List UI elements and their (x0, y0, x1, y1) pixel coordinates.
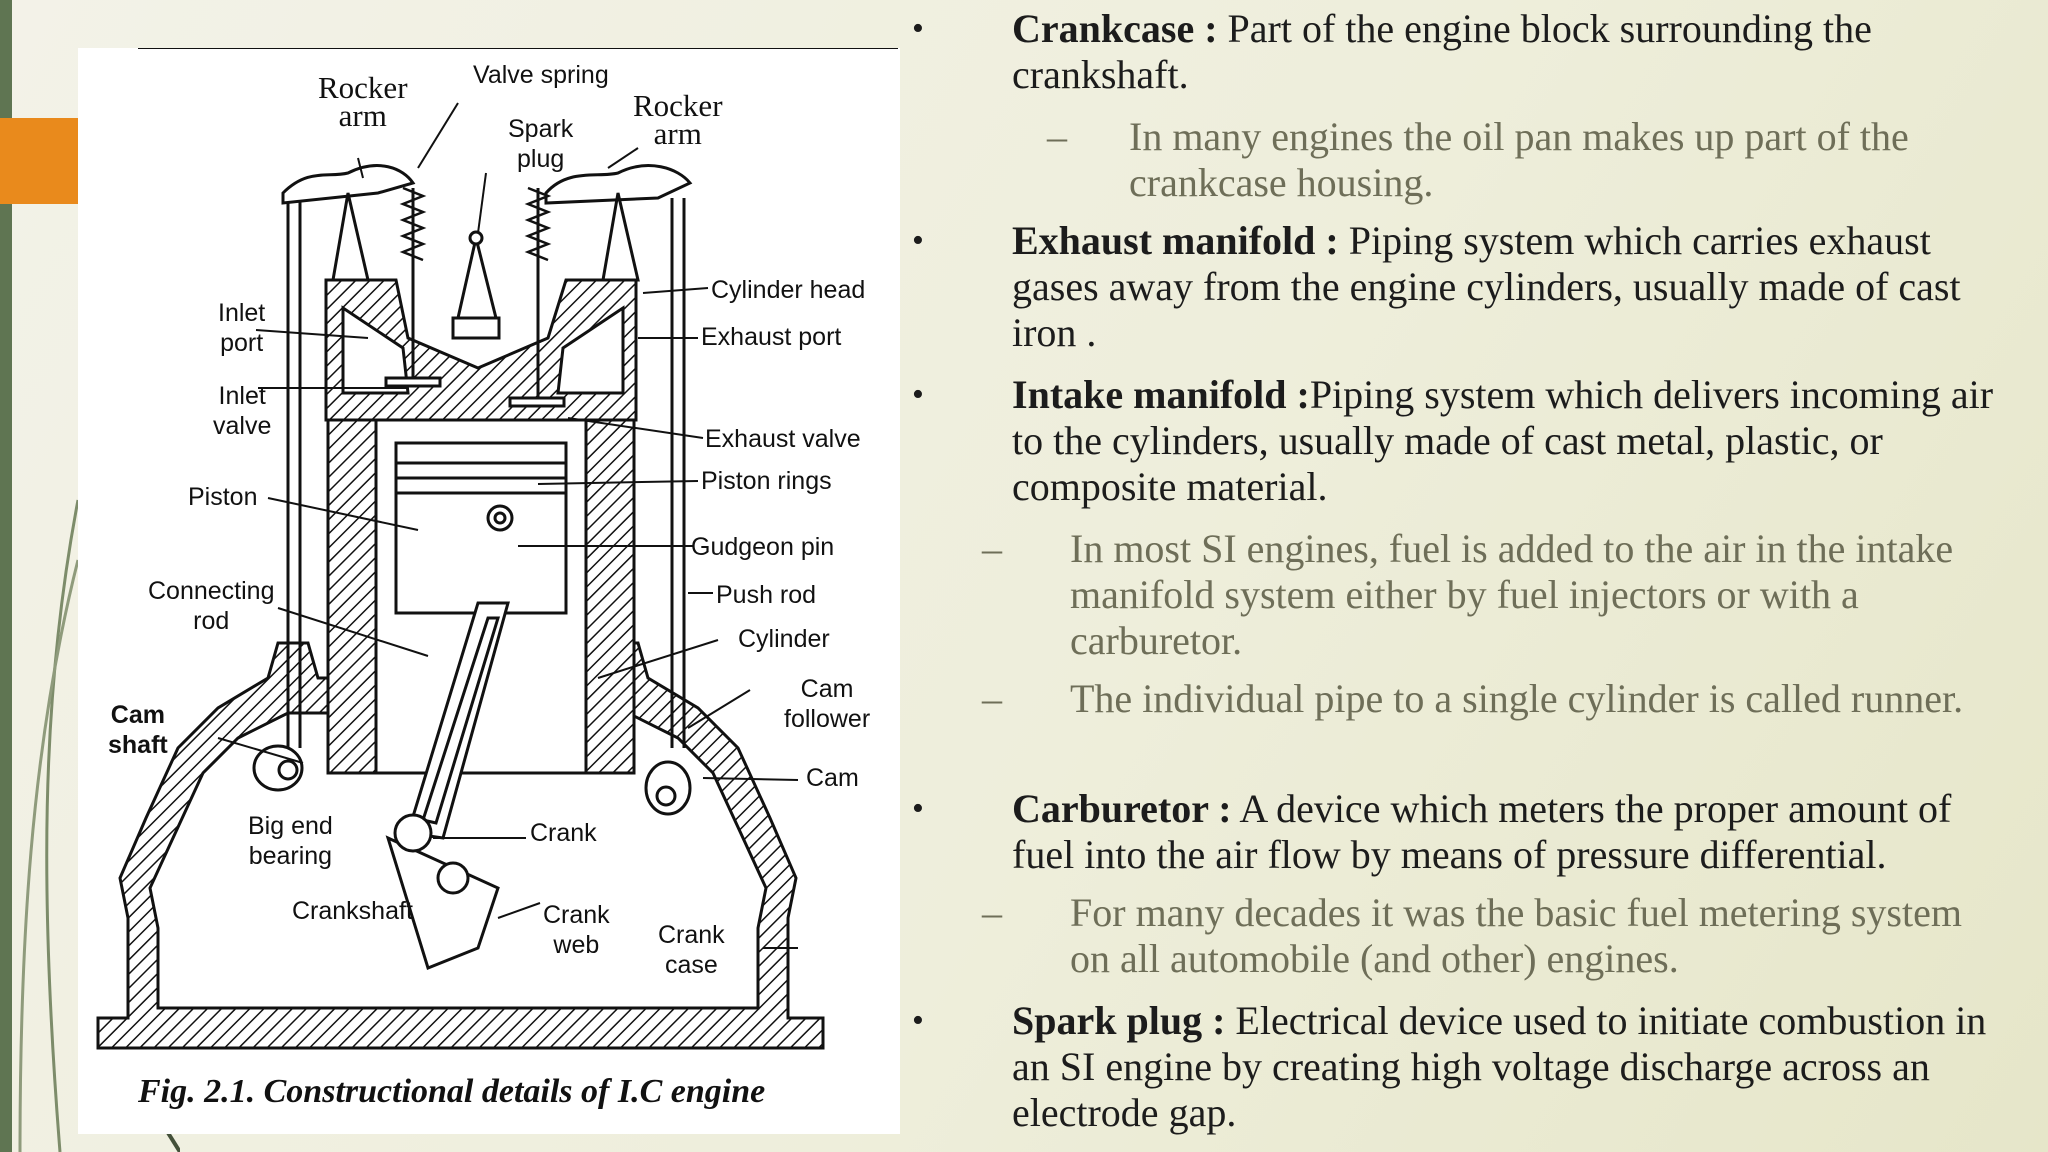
label-rocker-arm-left: Rocker arm (318, 70, 408, 133)
bullet-dot: • (912, 376, 924, 413)
bullet-dot: • (912, 790, 924, 827)
bullet-text: Crankcase : Part of the engine block sur… (1012, 6, 2017, 98)
bullet-dot: • (912, 222, 924, 259)
bullet-dot: • (912, 10, 924, 47)
bullet-body: A device which meters the proper amount … (1012, 786, 1952, 877)
bullet-term: Carburetor : (1012, 786, 1232, 831)
label-spark-plug: Spark plug (508, 115, 574, 173)
label-cam-shaft: Cam shaft (108, 701, 168, 759)
label-big-end-bearing: Big end bearing (248, 812, 333, 870)
label-rocker-arm-left-text: Rocker arm (318, 70, 408, 133)
bullet-term: Crankcase : (1012, 6, 1218, 51)
bullet-term: Spark plug : (1012, 998, 1226, 1043)
sub-bullet-text: The individual pipe to a single cylinder… (1070, 676, 1964, 721)
label-crank: Crank (530, 819, 597, 847)
sub-bullet-text: For many decades it was the basic fuel m… (1070, 890, 1962, 981)
label-piston: Piston (188, 483, 258, 511)
sub-bullet-text: In many engines the oil pan makes up par… (1129, 114, 1909, 205)
label-cam: Cam (806, 764, 859, 792)
bullet-text: Intake manifold :Piping system which del… (1012, 372, 2017, 510)
bullet-body: Electrical device used to initiate combu… (1012, 998, 1987, 1135)
label-connecting-rod: Connecting rod (148, 577, 275, 635)
label-crank-case: Crank case (658, 921, 725, 979)
bullet-text: Carburetor : A device which meters the p… (1012, 786, 2017, 878)
label-valve-spring: Valve spring (473, 61, 609, 89)
label-exhaust-port: Exhaust port (701, 323, 842, 351)
sub-bullet-dash: – (982, 526, 1002, 571)
label-crankshaft: Crankshaft (292, 897, 413, 925)
sub-bullet-text: In most SI engines, fuel is added to the… (1070, 526, 1954, 663)
label-crank-web: Crank web (543, 901, 610, 959)
bullet-body: Piping system which delivers incoming ai… (1012, 372, 1994, 509)
engine-drawing (96, 48, 898, 1050)
label-inlet-valve: Inlet valve (213, 382, 272, 440)
engine-figure: Rocker arm Valve spring Spark plug Rocke… (78, 48, 900, 1134)
bullet-body: Piping system which carries exhaust gase… (1012, 218, 1961, 355)
bullet-text: Exhaust manifold : Piping system which c… (1012, 218, 2017, 356)
orange-accent-tab (0, 118, 78, 204)
bullet-body: Part of the engine block surrounding the… (1012, 6, 1872, 97)
label-inlet-port: Inlet port (218, 299, 266, 357)
slide-left-bar (0, 0, 12, 1152)
label-exhaust-valve: Exhaust valve (705, 425, 861, 453)
label-cylinder: Cylinder (738, 625, 830, 653)
label-piston-rings: Piston rings (701, 467, 832, 495)
figure-caption: Fig. 2.1. Constructional details of I.C … (138, 1073, 766, 1110)
label-rocker-arm-right: Rocker arm (633, 88, 723, 151)
sub-bullet-dash: – (1047, 114, 1067, 159)
sub-bullet-dash: – (982, 890, 1002, 935)
bullet-term: Exhaust manifold : (1012, 218, 1339, 263)
bullet-term: Intake manifold : (1012, 372, 1310, 417)
bullet-text: Spark plug : Electrical device used to i… (1012, 998, 2017, 1136)
label-cylinder-head: Cylinder head (711, 276, 866, 304)
label-push-rod: Push rod (716, 581, 817, 609)
label-gudgeon-pin: Gudgeon pin (691, 533, 835, 561)
bullet-dot: • (912, 1002, 924, 1039)
label-cam-follower: Cam follower (784, 675, 871, 733)
sub-bullet-dash: – (982, 676, 1002, 721)
